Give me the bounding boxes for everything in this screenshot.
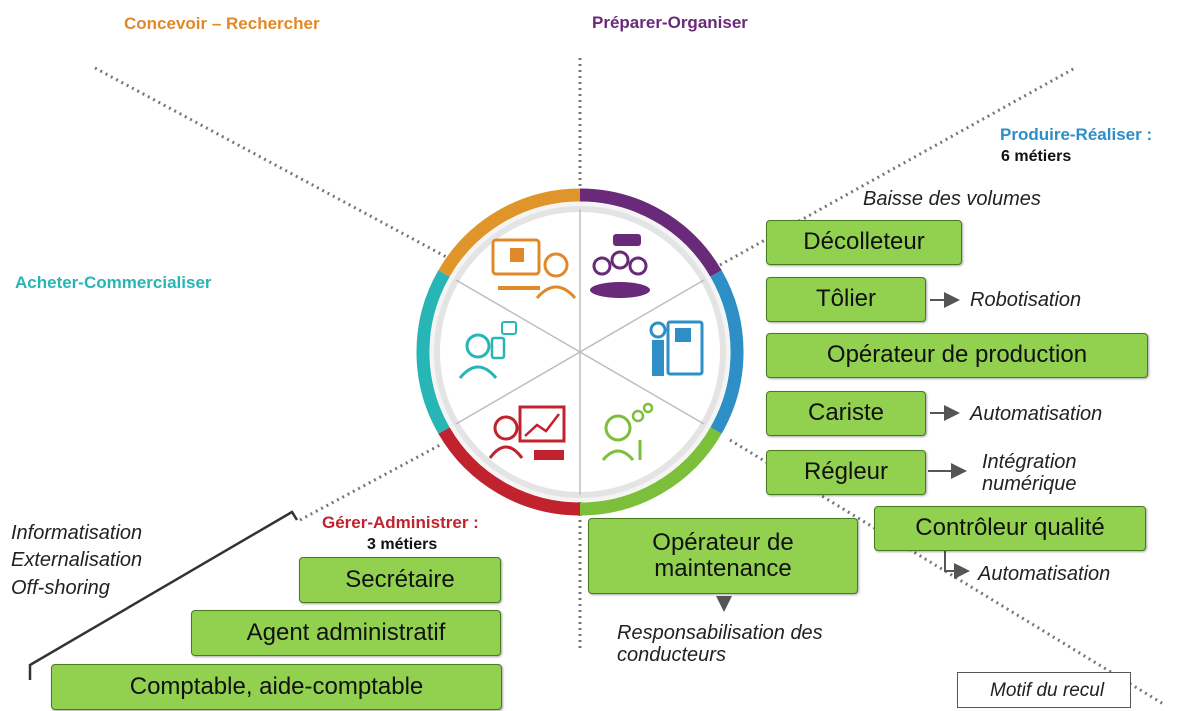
note-integration-numerique: Intégration numérique — [982, 451, 1077, 495]
engineer-gear-icon — [601, 402, 654, 461]
job-box-agent-administratif: Agent administratif — [191, 610, 501, 656]
sector-title-preparer: Préparer-Organiser — [592, 13, 748, 32]
job-box-operateur-maintenance: Opérateur de maintenance — [588, 518, 858, 594]
lower-left-divider — [299, 443, 441, 522]
job-box-decolleteur: Décolleteur — [766, 220, 962, 265]
job-box-tolier: Tôlier — [766, 277, 926, 322]
note-automatisation-cariste: Automatisation — [970, 403, 1103, 425]
sector-title-produire: Produire-Réaliser : — [1000, 125, 1153, 144]
job-box-controleur-qualite: Contrôleur qualité — [874, 506, 1146, 551]
phone-euro-icon — [458, 321, 517, 379]
computer-user-icon — [491, 238, 577, 300]
note-informatisation: Informatisation — [11, 522, 143, 544]
job-box-cariste: Cariste — [766, 391, 926, 436]
sector-title-acheter: Acheter-Commercialiser — [15, 273, 212, 292]
sector-subtitle-gerer: 3 métiers — [367, 536, 438, 553]
ring-blue — [710, 270, 744, 434]
ring-orange — [438, 188, 581, 277]
job-box-secretaire: Secrétaire — [299, 557, 501, 603]
ring-green — [579, 427, 722, 516]
job-box-regleur: Régleur — [766, 450, 926, 495]
ring-red — [438, 427, 581, 516]
note-responsabilisation: Responsabilisation des conducteurs — [617, 622, 823, 666]
gerer-brace — [28, 510, 299, 680]
job-box-operateur-production: Opérateur de production — [766, 333, 1148, 378]
upper-left-divider — [94, 66, 481, 277]
note-baisse-volumes: Baisse des volumes — [863, 188, 1041, 210]
legend-label: Motif du recul — [990, 680, 1105, 701]
machine-operator-icon — [649, 320, 704, 376]
presentation-chart-icon — [488, 405, 566, 460]
note-automatisation-qualite: Automatisation — [978, 563, 1111, 585]
note-offshoring: Off-shoring — [11, 577, 110, 599]
sector-title-concevoir: Concevoir – Rechercher — [124, 14, 320, 33]
sector-subtitle-produire: 6 métiers — [1001, 148, 1072, 165]
ring-purple — [579, 188, 722, 277]
meeting-icon — [590, 234, 650, 298]
job-box-comptable: Comptable, aide-comptable — [51, 664, 502, 710]
wheel-spokes — [455, 209, 705, 495]
ring-teal — [416, 270, 450, 434]
note-robotisation: Robotisation — [970, 289, 1082, 311]
ring — [416, 188, 744, 516]
legend-box: Motif du recul — [957, 672, 1131, 708]
sector-title-gerer: Gérer-Administrer : — [322, 513, 479, 532]
note-externalisation: Externalisation — [11, 549, 143, 571]
